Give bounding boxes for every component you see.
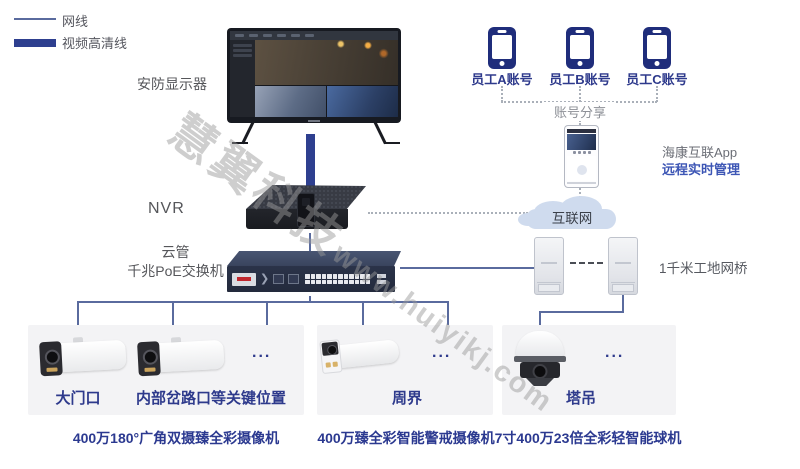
monitor-foot-left: [232, 142, 248, 144]
employee-a-account-label: 员工A账号: [471, 72, 533, 87]
app-header: [567, 129, 596, 133]
switch-brand-badge: [232, 272, 256, 286]
ptz-dome-camera: [511, 331, 569, 387]
phone-icon-employee-b: [566, 27, 594, 69]
app-nav-bar: [567, 182, 596, 184]
share-to-app-connector: [579, 117, 581, 125]
share-connector-a: [501, 86, 503, 102]
group1-ellipsis: ...: [252, 344, 272, 361]
switch-port-grid: [305, 274, 371, 284]
security-monitor-label: 安防显示器: [137, 76, 207, 92]
monitor-brand-mark: [308, 120, 320, 122]
app-phone-mockup: [564, 125, 599, 188]
switch-to-bus-line: [309, 296, 311, 303]
camera-lens: [532, 364, 548, 379]
employee-b-account-label: 员工B账号: [549, 72, 611, 87]
phone-icon-employee-c: [643, 27, 671, 69]
employee-c-account-label: 员工C账号: [626, 72, 688, 87]
internet-cloud: 互联网: [518, 196, 618, 232]
share-connector-b: [579, 86, 581, 102]
location-label-gate: 大门口: [55, 390, 101, 407]
share-connector-c: [656, 86, 658, 102]
group2-ellipsis: ...: [432, 344, 452, 361]
bridge-down-line: [622, 295, 624, 312]
camera-view-2: [255, 86, 326, 117]
nvr-device: [246, 185, 366, 233]
bridge-label: 1千米工地网桥: [659, 261, 748, 276]
monitor-foot-right: [384, 142, 400, 144]
bullet-camera-perimeter: [319, 332, 403, 380]
hd-video-cable: [306, 134, 315, 187]
location-label-perimeter: 周界: [391, 390, 422, 407]
camera-view-main: [255, 40, 398, 85]
legend-hd-video-cable-label: 视频高清线: [62, 36, 128, 51]
camera-lens: [44, 349, 61, 366]
switch-uplink-port-2: [288, 274, 300, 284]
account-share-label: 账号分享: [544, 102, 616, 121]
drop-line-gate-camera: [77, 303, 79, 326]
security-monitor: [227, 28, 401, 123]
camera-lens: [326, 344, 338, 356]
bridge-to-ptz-line: [539, 311, 624, 313]
app-logo-icon: [576, 164, 587, 175]
poe-switch-label-line2: 千兆PoE交换机: [127, 263, 224, 279]
vms-screen: [230, 31, 398, 117]
group3-ellipsis: ...: [605, 344, 625, 361]
camera-group-perimeter: [317, 325, 493, 415]
nvr-button-panel: [297, 193, 315, 227]
caption-smart-warning-camera: 400万臻全彩智能警戒摄像机: [317, 430, 495, 446]
switch-front-panel: ❯: [227, 266, 395, 292]
phone-icon-employee-a: [488, 27, 516, 69]
caption-dual-lens-camera: 400万180°广角双摄臻全彩摄像机: [72, 430, 280, 446]
ptz-drop-line: [539, 311, 541, 326]
bridge-wireless-link: [570, 262, 603, 264]
camera-view-3: [327, 86, 398, 117]
dual-lens-camera-junction: [137, 335, 227, 384]
location-label-tower-crane: 塔吊: [565, 390, 596, 407]
internet-label: 互联网: [551, 211, 593, 226]
nvr-to-internet-connector: [368, 212, 528, 214]
app-name-label: 海康互联App: [662, 145, 738, 160]
switch-arrow-mark: ❯: [260, 272, 270, 285]
legend-network-cable-label: 网线: [62, 14, 89, 29]
bridge-device-near: [534, 237, 564, 295]
camera-bus-line: [77, 301, 449, 303]
switch-top-face: [227, 251, 401, 266]
app-body: [567, 156, 596, 181]
legend-network-cable-line: [14, 18, 56, 20]
poe-switch-label-line1: 云管: [161, 244, 190, 260]
bridge-device-far: [608, 237, 638, 295]
location-label-junction: 内部岔路口等关键位置: [135, 390, 286, 407]
drop-line-group2-more: [447, 303, 449, 326]
app-feature-label: 远程实时管理: [662, 162, 741, 177]
switch-to-bridge-line: [400, 267, 537, 269]
dual-lens-camera-gate: [39, 335, 129, 384]
app-to-internet-connector: [579, 188, 581, 198]
app-icon-row: [567, 151, 596, 155]
nvr-label: NVR: [148, 200, 185, 217]
drop-line-perimeter-camera: [362, 303, 364, 326]
caption-ptz-camera: 7寸400万23倍全彩轻智能球机: [494, 430, 682, 446]
poe-switch-device: ❯: [227, 251, 401, 296]
switch-uplink-port-1: [273, 274, 285, 284]
drop-line-junction-camera: [172, 303, 174, 326]
vms-toolbar: [230, 31, 398, 40]
poe-switch-label: 云管 千兆PoE交换机: [118, 243, 233, 281]
drop-line-group1-more: [266, 303, 268, 326]
legend-hd-video-cable-line: [14, 39, 56, 47]
nvr-to-switch-line: [309, 233, 311, 252]
app-video-thumbnail: [567, 134, 596, 150]
switch-sfp-ports: [377, 274, 387, 284]
vms-camera-list: [230, 40, 255, 117]
camera-lens: [142, 349, 159, 366]
